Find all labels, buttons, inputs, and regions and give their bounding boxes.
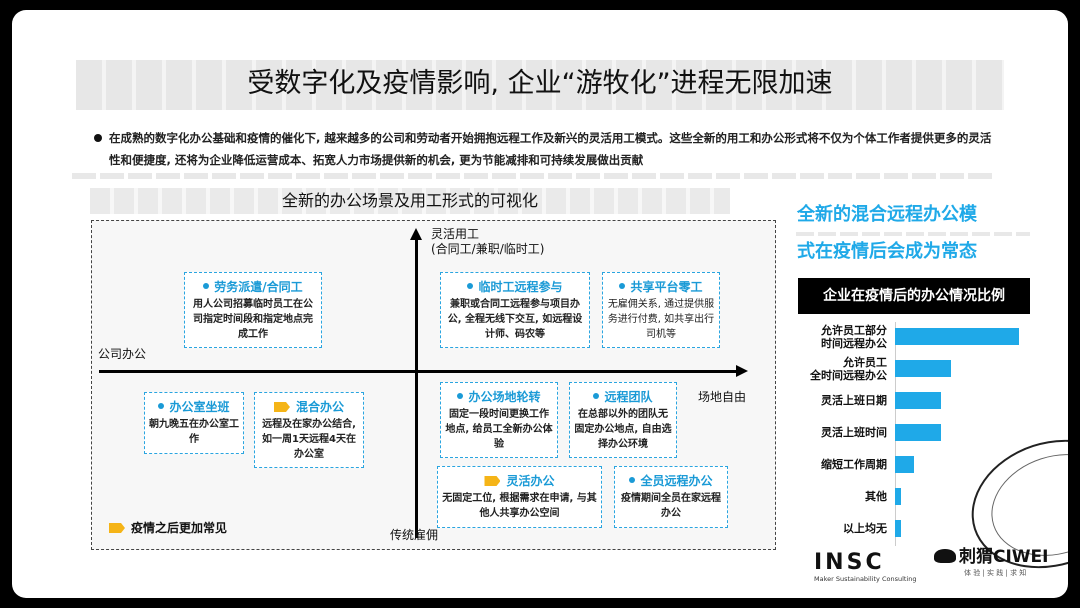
dot-icon [203,283,210,289]
box-title: 灵活办公 [506,474,555,488]
box-labor-dispatch: 劳务派遣/合同工 用人公司招募临时员工在公司指定时间段和指定地点完成工作 [184,272,322,348]
bar [895,488,901,505]
box-body: 在总部以外的团队无固定办公地点, 自由选择办公环境 [574,409,672,450]
bar [895,360,951,377]
bar-category-label: 灵活上班时间 [792,426,887,439]
bullet-dot-icon [94,134,102,142]
bar [895,424,941,441]
bar-category-label: 缩短工作周期 [792,458,887,471]
dot-icon [629,477,636,483]
box-title: 共享平台零工 [630,280,703,294]
box-title: 办公室坐班 [169,400,230,414]
insc-logo: INSC Maker Sustainability Consulting [814,550,926,584]
insc-logo-subtitle: Maker Sustainability Consulting [814,575,917,583]
bar-category-label: 允许员工全时间远程办公 [792,356,887,382]
ciwei-logo-subtitle: 体 验 | 实 践 | 求 知 [964,569,1027,577]
dot-icon [619,283,626,289]
arrow-right-icon [736,365,748,377]
hedgehog-icon [934,549,956,563]
highlight-tag-icon [273,402,290,412]
title-band [76,60,1004,110]
highlight-tag-icon [109,523,125,533]
axis-left-label: 公司办公 [98,347,147,361]
bar-category-label: 以上均无 [792,522,887,535]
box-title: 全员远程办公 [640,474,713,488]
bar-category-line: 灵活上班时间 [821,426,887,439]
box-body: 疫情期间全员在家远程办公 [621,493,721,519]
legend: 疫情之后更加常见 [109,519,227,536]
axis-right-label: 场地自由 [698,390,747,404]
bar-category-line: 灵活上班日期 [821,394,887,407]
box-office: 办公室坐班 朝九晚五在办公室工作 [144,392,244,454]
box-title: 远程团队 [604,390,653,404]
ciwei-logo-text: 刺猬CIWEI [959,547,1049,567]
bar [895,328,1019,345]
box-flexible: 灵活办公 无固定工位, 根据需求在申请, 与其他人共享办公空间 [437,466,602,528]
page-title: 受数字化及疫情影响, 企业“游牧化”进程无限加速 [247,68,833,99]
slide: 受数字化及疫情影响, 企业“游牧化”进程无限加速 在成熟的数字化办公基础和疫情的… [12,10,1068,598]
box-body: 远程及在家办公结合, 如一周1天远程4天在办公室 [262,419,356,460]
box-title: 劳务派遣/合同工 [214,280,303,294]
bar-category-line: 以上均无 [843,522,887,535]
dot-icon [467,283,474,289]
bar [895,392,941,409]
axis-top-label: 灵活用工 (合同工/兼职/临时工) [431,227,544,257]
intro-text: 在成熟的数字化办公基础和疫情的催化下, 越来越多的公司和劳动者开始拥抱远程工作及… [109,131,992,167]
dot-icon [457,393,464,399]
box-body: 固定一段时间更换工作地点, 给员工全新办公体验 [445,409,553,450]
bar-category-label: 允许员工部分时间远程办公 [792,324,887,350]
box-body: 兼职或合同工远程参与项目办公, 全程无线下交互, 如远程设计师、码农等 [447,299,583,340]
box-remote-team: 远程团队 在总部以外的团队无固定办公地点, 自由选择办公环境 [569,382,677,458]
box-full-remote: 全员远程办公 疫情期间全员在家远程办公 [614,466,728,528]
right-title-line1: 全新的混合远程办公模 [797,204,977,225]
box-title: 混合办公 [295,400,344,414]
divider-band [72,173,992,179]
bar-category-line: 允许员工部分 [821,324,887,337]
vertical-axis [415,238,418,538]
bar-category-line: 允许员工 [843,356,887,369]
arrow-up-icon [410,228,422,240]
axis-top-line1: 灵活用工 [431,227,480,241]
dot-icon [593,393,600,399]
insc-logo-text: INSC [814,550,885,575]
chart-header: 企业在疫情后的办公情况比例 [798,278,1030,314]
box-body: 无雇佣关系, 通过提供服务进行付费, 如共享出行司机等 [607,299,715,340]
right-title: 全新的混合远程办公模 式在疫情后会成为常态 [797,196,1047,270]
bar [895,456,914,473]
axis-bottom-label: 传统雇佣 [390,528,439,542]
dot-icon [158,403,165,409]
bar-category-label: 灵活上班日期 [792,394,887,407]
axis-top-line2: (合同工/兼职/临时工) [431,242,545,256]
box-hybrid: 混合办公 远程及在家办公结合, 如一周1天远程4天在办公室 [254,392,364,468]
box-title: 办公场地轮转 [468,390,541,404]
right-title-line2: 式在疫情后会成为常态 [797,241,977,262]
box-gig-platform: 共享平台零工 无雇佣关系, 通过提供服务进行付费, 如共享出行司机等 [602,272,720,348]
box-body: 朝九晚五在办公室工作 [149,419,239,445]
ciwei-logo: 刺猬CIWEI 体 验 | 实 践 | 求 知 [934,546,1049,578]
legend-text: 疫情之后更加常见 [131,521,228,535]
box-rotation: 办公场地轮转 固定一段时间更换工作地点, 给员工全新办公体验 [440,382,558,458]
box-body: 用人公司招募临时员工在公司指定时间段和指定地点完成工作 [193,299,313,340]
bar-category-line: 全时间远程办公 [810,369,887,382]
bar-category-line: 时间远程办公 [821,337,887,350]
right-title-band [796,232,1030,236]
viz-title-band: 全新的办公场景及用工形式的可视化 [90,188,730,214]
bar-category-label: 其他 [792,490,887,503]
box-title: 临时工远程参与 [478,280,563,294]
bar [895,520,901,537]
box-remote-temp: 临时工远程参与 兼职或合同工远程参与项目办公, 全程无线下交互, 如远程设计师、… [440,272,590,348]
horizontal-axis [99,370,739,373]
highlight-tag-icon [484,476,501,486]
intro-bullet: 在成熟的数字化办公基础和疫情的催化下, 越来越多的公司和劳动者开始拥抱远程工作及… [94,127,995,171]
box-body: 无固定工位, 根据需求在申请, 与其他人共享办公空间 [442,493,597,519]
bar-category-line: 其他 [865,490,887,503]
viz-title: 全新的办公场景及用工形式的可视化 [281,191,538,210]
bar-category-line: 缩短工作周期 [821,458,887,471]
